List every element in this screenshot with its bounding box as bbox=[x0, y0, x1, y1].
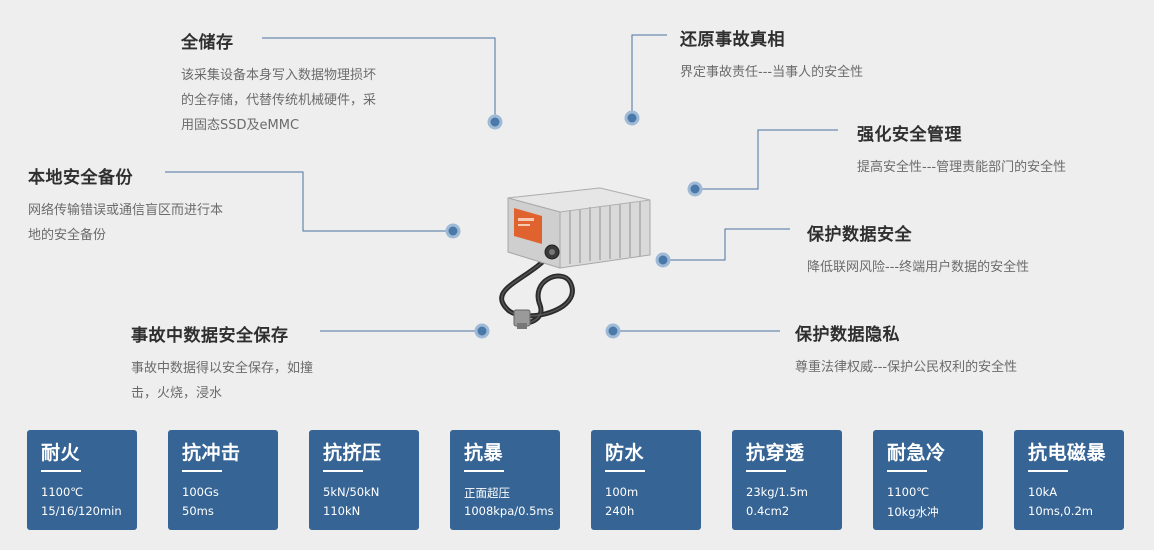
card-spec-line: 5kN/50kN bbox=[323, 485, 380, 499]
card-divider bbox=[605, 470, 645, 472]
connector-dot bbox=[605, 323, 621, 339]
card-spec-line: 23kg/1.5m bbox=[746, 485, 808, 499]
feature-title: 保护数据隐私 bbox=[795, 325, 900, 345]
card-spec-line: 100Gs bbox=[182, 485, 219, 499]
card-title: 抗挤压 bbox=[323, 442, 382, 464]
spec-card-fire-resistance: 耐火 1100℃ 15/16/120min bbox=[27, 430, 137, 530]
card-divider bbox=[887, 470, 927, 472]
feature-restore-truth: 还原事故真相 界定事故责任---当事人的安全性 bbox=[680, 25, 980, 85]
card-spec-line: 240h bbox=[605, 504, 635, 518]
card-title: 抗暴 bbox=[464, 442, 504, 464]
spec-card-crush-resistance: 抗挤压 5kN/50kN 110kN bbox=[309, 430, 419, 530]
feature-data-privacy: 保护数据隐私 尊重法律权威---保护公民权利的安全性 bbox=[795, 320, 1095, 380]
card-spec-line: 10kg水冲 bbox=[887, 505, 939, 519]
spec-card-blast-resistance: 抗暴 正面超压 1008kpa/0.5ms bbox=[450, 430, 560, 530]
connector-dot bbox=[474, 323, 490, 339]
feature-title: 强化安全管理 bbox=[857, 125, 962, 145]
card-spec-line: 1100℃ bbox=[887, 485, 930, 499]
feature-title: 保护数据安全 bbox=[807, 225, 912, 245]
feature-title: 还原事故真相 bbox=[680, 30, 785, 50]
feature-title: 全储存 bbox=[181, 33, 234, 53]
card-spec-line: 10kA bbox=[1028, 485, 1058, 499]
card-title: 防水 bbox=[605, 442, 645, 464]
feature-description: 降低联网风险---终端用户数据的安全性 bbox=[807, 260, 1030, 275]
card-spec-line: 1008kpa/0.5ms bbox=[464, 504, 554, 518]
connector-dot bbox=[687, 181, 703, 197]
feature-title: 事故中数据安全保存 bbox=[131, 326, 289, 346]
feature-description: 尊重法律权威---保护公民权利的安全性 bbox=[795, 360, 1018, 375]
card-divider bbox=[323, 470, 363, 472]
spec-card-waterproof: 防水 100m 240h bbox=[591, 430, 701, 530]
feature-accident-save: 事故中数据安全保存 事故中数据得以安全保存，如撞击，火烧，浸水 bbox=[131, 321, 371, 406]
feature-description: 界定事故责任---当事人的安全性 bbox=[680, 65, 864, 80]
feature-data-security: 保护数据安全 降低联网风险---终端用户数据的安全性 bbox=[807, 220, 1107, 280]
card-spec-line: 50ms bbox=[182, 504, 214, 518]
card-title: 抗穿透 bbox=[746, 442, 805, 464]
card-divider bbox=[41, 470, 81, 472]
card-title: 耐火 bbox=[41, 442, 81, 464]
feature-title: 本地安全备份 bbox=[28, 168, 133, 188]
feature-description: 提高安全性---管理责能部门的安全性 bbox=[857, 160, 1067, 175]
card-spec-line: 100m bbox=[605, 485, 639, 499]
spec-card-impact-resistance: 抗冲击 100Gs 50ms bbox=[168, 430, 278, 530]
card-spec-line: 正面超压 bbox=[464, 486, 510, 500]
card-title: 耐急冷 bbox=[887, 442, 946, 464]
connector-dot bbox=[655, 252, 671, 268]
spec-card-rapid-cooling: 耐急冷 1100℃ 10kg水冲 bbox=[873, 430, 983, 530]
connector-dot bbox=[445, 223, 461, 239]
feature-description: 事故中数据得以安全保存，如撞击，火烧，浸水 bbox=[131, 361, 314, 401]
feature-description: 该采集设备本身写入数据物理损坏的全存储，代替传统机械硬件，采用固态SSD及eMM… bbox=[181, 68, 377, 133]
connector-dot bbox=[487, 114, 503, 130]
data-recorder-device-image bbox=[499, 187, 651, 329]
card-divider bbox=[746, 470, 786, 472]
feature-local-backup: 本地安全备份 网络传输错误或通信盲区而进行本地的安全备份 bbox=[28, 163, 268, 248]
card-spec-line: 10ms,0.2m bbox=[1028, 504, 1093, 518]
card-spec-line: 15/16/120min bbox=[41, 504, 122, 518]
card-spec-line: 1100℃ bbox=[41, 485, 84, 499]
card-divider bbox=[1028, 470, 1068, 472]
card-title: 抗冲击 bbox=[182, 442, 241, 464]
connector-dot bbox=[624, 110, 640, 126]
card-spec-line: 110kN bbox=[323, 504, 361, 518]
feature-description: 网络传输错误或通信盲区而进行本地的安全备份 bbox=[28, 203, 224, 243]
spec-card-penetration-resistance: 抗穿透 23kg/1.5m 0.4cm2 bbox=[732, 430, 842, 530]
card-divider bbox=[464, 470, 504, 472]
feature-safety-management: 强化安全管理 提高安全性---管理责能部门的安全性 bbox=[857, 120, 1147, 180]
card-divider bbox=[182, 470, 222, 472]
card-title: 抗电磁暴 bbox=[1028, 442, 1107, 464]
card-spec-line: 0.4cm2 bbox=[746, 504, 790, 518]
spec-card-emp-resistance: 抗电磁暴 10kA 10ms,0.2m bbox=[1014, 430, 1124, 530]
connector-lines bbox=[165, 34, 838, 339]
feature-full-storage: 全储存 该采集设备本身写入数据物理损坏的全存储，代替传统机械硬件，采用固态SSD… bbox=[181, 28, 421, 138]
